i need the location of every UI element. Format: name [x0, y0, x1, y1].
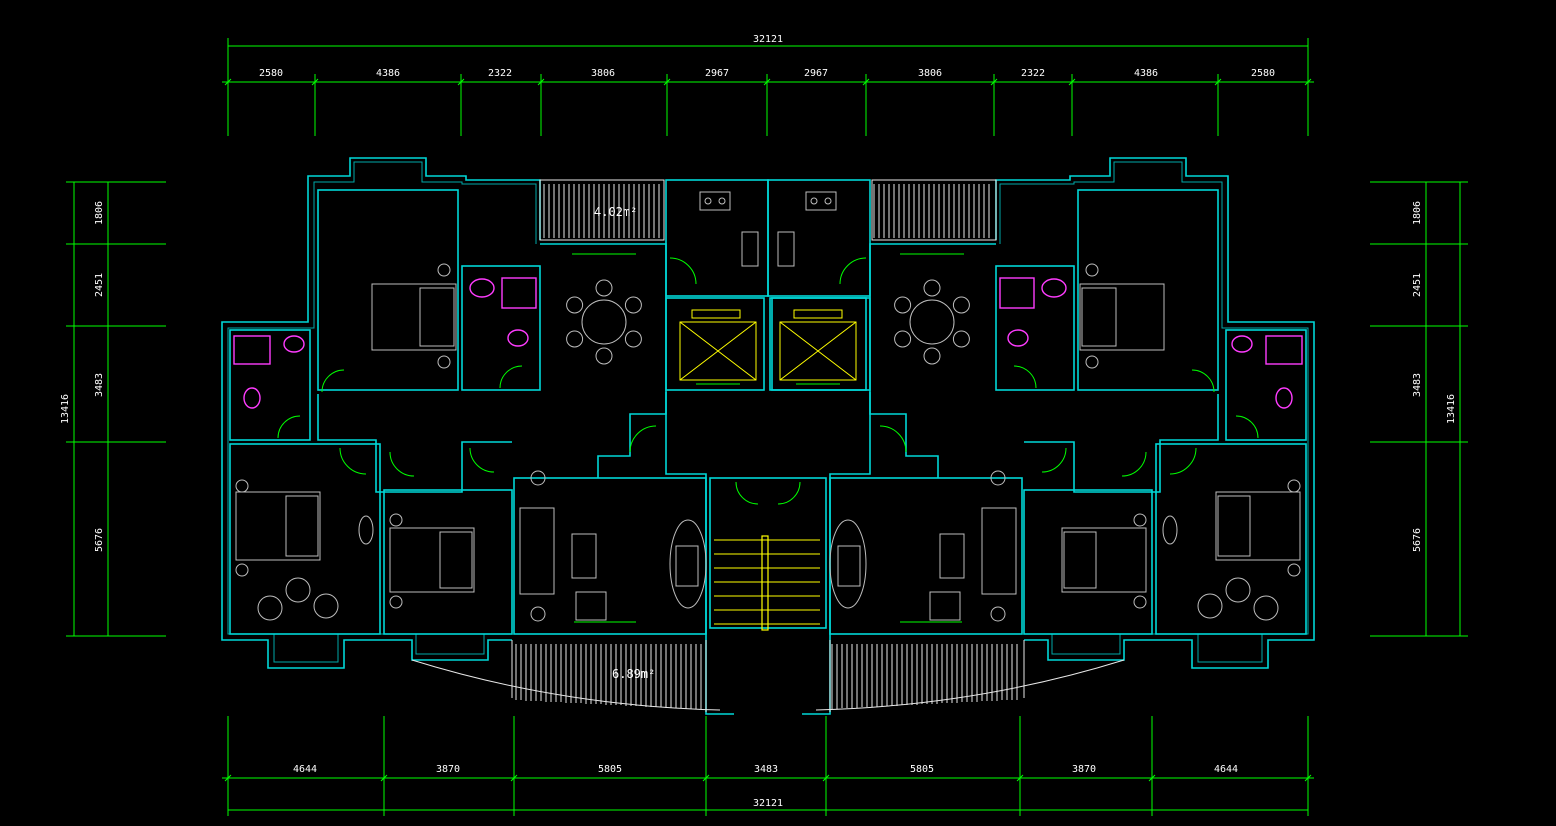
dimension-tick	[380, 774, 388, 782]
dining-chairs	[566, 279, 970, 365]
top-seg-label: 3806	[918, 68, 942, 79]
left-seg-label: 5676	[94, 528, 105, 552]
top-seg-label: 2580	[259, 68, 283, 79]
left-seg-label: 3483	[94, 373, 105, 397]
dimension-lines	[66, 38, 1468, 816]
top-total-label: 32121	[753, 34, 783, 45]
dining-chair	[894, 296, 912, 314]
right-total-label: 13416	[1446, 394, 1457, 424]
elevators	[679, 297, 867, 391]
dimension-tick	[1148, 774, 1156, 782]
bottom-seg-label: 5805	[598, 764, 622, 775]
dimension-tick	[224, 78, 232, 86]
bottom-seg-label: 4644	[1214, 764, 1238, 775]
unit-right-walls	[767, 157, 1315, 715]
bottom-seg-label: 3870	[1072, 764, 1096, 775]
dimension-tick	[457, 78, 465, 86]
bottom-balcony-area: 6.89m²	[612, 667, 655, 681]
dimension-tick	[862, 78, 870, 86]
window-marks	[572, 253, 964, 623]
top-seg-label: 3806	[591, 68, 615, 79]
dimension-tick	[537, 78, 545, 86]
dining-chair	[595, 279, 613, 297]
dining-chair	[923, 347, 941, 365]
dining-chair	[624, 296, 642, 314]
left-seg-label: 2451	[94, 273, 105, 297]
dimension-tick	[763, 78, 771, 86]
dining-chair	[566, 296, 584, 314]
dining-chair	[595, 347, 613, 365]
dining-chair	[566, 330, 584, 348]
dining-chair	[923, 279, 941, 297]
top-seg-label: 2580	[1251, 68, 1275, 79]
top-seg-label: 2322	[488, 68, 512, 79]
right-seg-label: 1806	[1412, 201, 1423, 225]
dimension-tick	[224, 774, 232, 782]
dimension-tick	[822, 774, 830, 782]
dimension-tick	[1016, 774, 1024, 782]
dining-chair	[952, 330, 970, 348]
bottom-seg-label: 4644	[293, 764, 317, 775]
bottom-total-label: 32121	[753, 798, 783, 809]
dimension-labels: 32121 2580 4386 2322 3806 2967 2967 3806…	[60, 34, 1457, 809]
dimension-tick	[663, 78, 671, 86]
bottom-seg-label: 5805	[910, 764, 934, 775]
dimension-tick	[990, 78, 998, 86]
top-balcony-area: 4.02m²	[594, 205, 637, 219]
right-seg-label: 2451	[1412, 273, 1423, 297]
balcony-hatching	[515, 184, 1018, 709]
unit-left-walls	[221, 157, 769, 715]
dimension-tick	[1304, 78, 1312, 86]
door-swings	[277, 257, 1259, 505]
dimension-tick	[702, 774, 710, 782]
top-seg-label: 4386	[376, 68, 400, 79]
dining-chair	[624, 330, 642, 348]
furniture-right	[777, 191, 1303, 622]
dining-chair	[894, 330, 912, 348]
top-seg-label: 4386	[1134, 68, 1158, 79]
top-seg-label: 2967	[804, 68, 828, 79]
left-seg-label: 1806	[94, 201, 105, 225]
dining-chair	[952, 296, 970, 314]
dimension-tick	[1304, 774, 1312, 782]
bottom-seg-label: 3870	[436, 764, 460, 775]
dimension-tick	[311, 78, 319, 86]
right-seg-label: 3483	[1412, 373, 1423, 397]
right-seg-label: 5676	[1412, 528, 1423, 552]
dimension-tick	[1068, 78, 1076, 86]
bottom-seg-label: 3483	[754, 764, 778, 775]
left-total-label: 13416	[60, 394, 71, 424]
staircase	[709, 477, 827, 631]
top-seg-label: 2967	[705, 68, 729, 79]
top-seg-label: 2322	[1021, 68, 1045, 79]
dimension-tick	[1214, 78, 1222, 86]
furniture-left	[233, 191, 759, 622]
dimension-tick	[510, 774, 518, 782]
